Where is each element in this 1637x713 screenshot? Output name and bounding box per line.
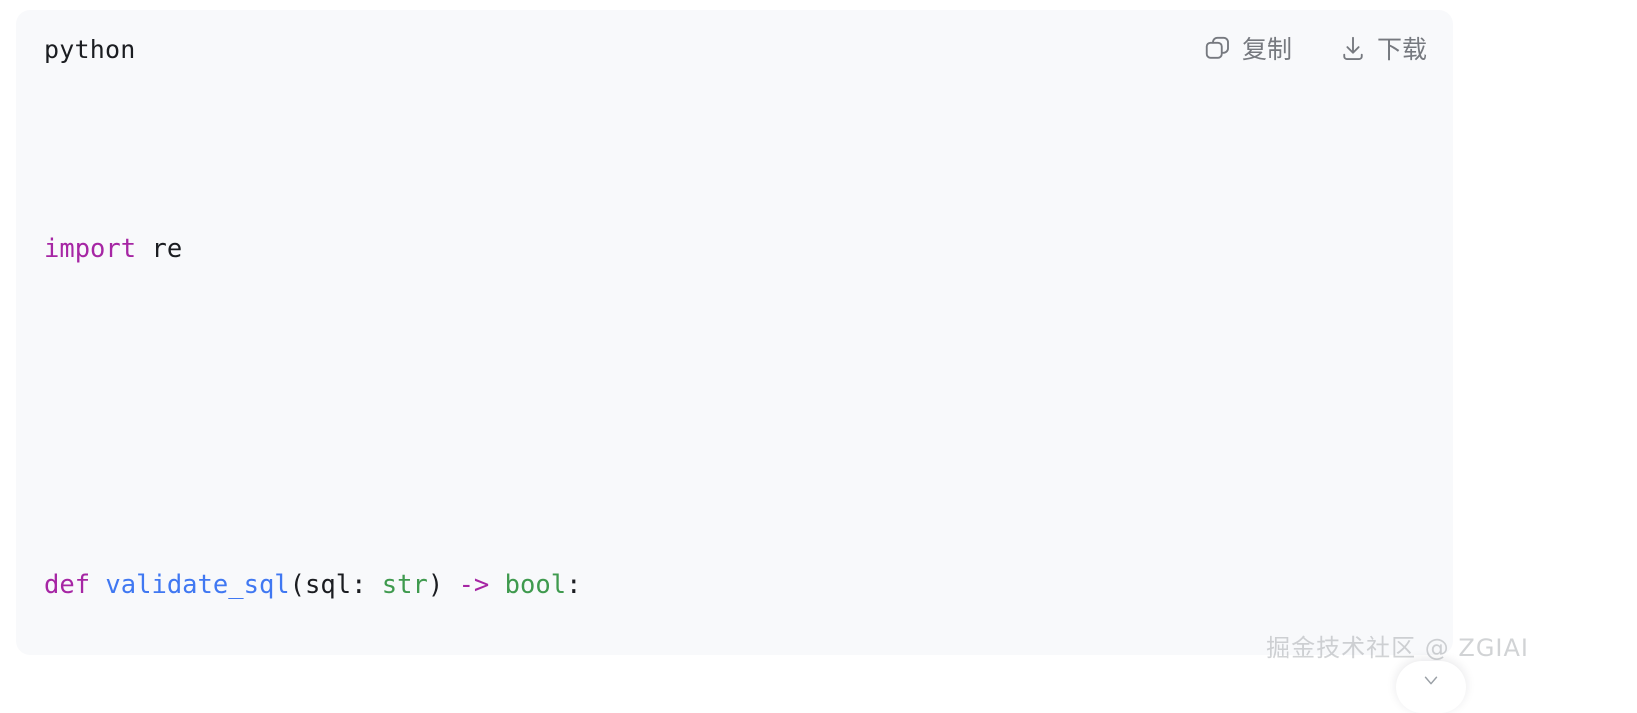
code-line-1: import re: [44, 228, 1425, 270]
code-block-header: python 复制: [16, 10, 1453, 88]
download-button[interactable]: 下载: [1338, 34, 1427, 64]
code-block-card: python 复制: [16, 10, 1453, 655]
download-button-label: 下载: [1376, 34, 1427, 64]
scroll-down-pill[interactable]: [1396, 661, 1466, 713]
chevron-down-icon: [1418, 669, 1444, 696]
token-arrow: ->: [458, 570, 490, 600]
token-type-bool: bool: [504, 570, 567, 600]
code-language-label: python: [44, 34, 136, 64]
token-keyword-def: def: [44, 570, 91, 600]
token-type-str: str: [381, 570, 428, 600]
copy-icon: [1203, 34, 1233, 64]
token-paren: ): [427, 570, 459, 600]
code-header-actions: 复制 下载: [1203, 34, 1427, 64]
copy-button[interactable]: 复制: [1203, 34, 1292, 64]
token-function-name: validate_sql: [105, 570, 290, 600]
token-plain: re: [136, 234, 183, 264]
copy-button-label: 复制: [1241, 34, 1292, 64]
download-icon: [1338, 34, 1368, 64]
code-line-3: def validate_sql(sql: str) -> bool:: [44, 564, 1425, 606]
code-line-2: [44, 396, 1425, 438]
token-params: (sql:: [289, 570, 382, 600]
code-content[interactable]: import re def validate_sql(sql: str) -> …: [16, 88, 1453, 655]
token-colon: :: [566, 570, 582, 600]
token-space: [489, 570, 504, 600]
token-keyword: import: [44, 234, 137, 264]
